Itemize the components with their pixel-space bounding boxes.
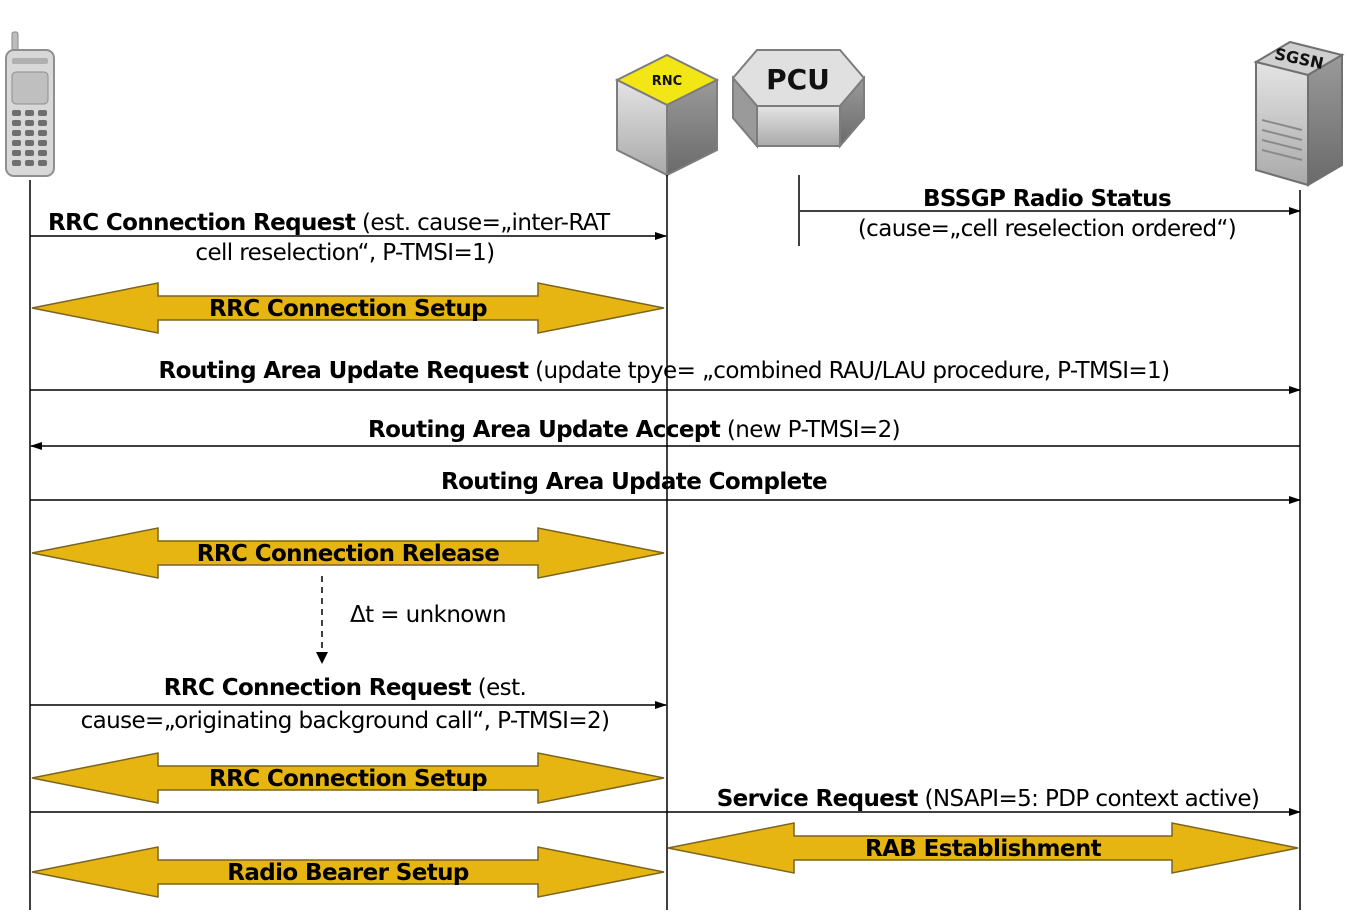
label-rrc-connection-request-1: RRC Connection Request (est. cause=„inte…	[48, 210, 611, 236]
pcu-node-icon: PCU	[731, 49, 866, 149]
label-bssgp-radio-status: BSSGP Radio Status	[923, 186, 1171, 212]
pcu-label: PCU	[766, 63, 830, 96]
label-rrc-connection-request-2: RRC Connection Request (est.	[164, 675, 526, 701]
band-label-bearer: Radio Bearer Setup	[227, 860, 469, 886]
sgsn-node-icon: SGSN	[1253, 40, 1345, 187]
band-arrow-rab	[667, 822, 1299, 874]
band-arrow-bearer	[31, 846, 665, 898]
label-rrc-connection-request-2-cont: cause=„originating background call“, P-T…	[81, 708, 610, 734]
band-label-rab: RAB Establishment	[865, 836, 1102, 862]
band-label-setup1: RRC Connection Setup	[209, 296, 487, 322]
band-label-setup2: RRC Connection Setup	[209, 766, 487, 792]
delay-arrowhead	[316, 652, 328, 664]
label-service-request: Service Request (NSAPI=5: PDP context ac…	[717, 786, 1260, 812]
rnc-label: RNC	[652, 74, 682, 89]
band-arrow-release	[31, 527, 665, 579]
label-rau-complete: Routing Area Update Complete	[441, 469, 827, 495]
band-arrow-setup1	[31, 282, 665, 334]
band-label-release: RRC Connection Release	[197, 541, 499, 567]
label-rrc-connection-request-1-cont: cell reselection“, P-TMSI=1)	[195, 240, 494, 266]
mobile-phone-icon	[5, 31, 55, 177]
band-arrow-setup2	[31, 752, 665, 804]
delay-label: Δt = unknown	[350, 602, 506, 628]
rnc-node-icon: RNC	[614, 53, 720, 177]
label-rau-accept: Routing Area Update Accept (new P-TMSI=2…	[368, 417, 900, 443]
label-bssgp-radio-status-cause: (cause=„cell reselection ordered“)	[858, 216, 1236, 242]
label-rau-request: Routing Area Update Request (update tpye…	[159, 358, 1170, 384]
